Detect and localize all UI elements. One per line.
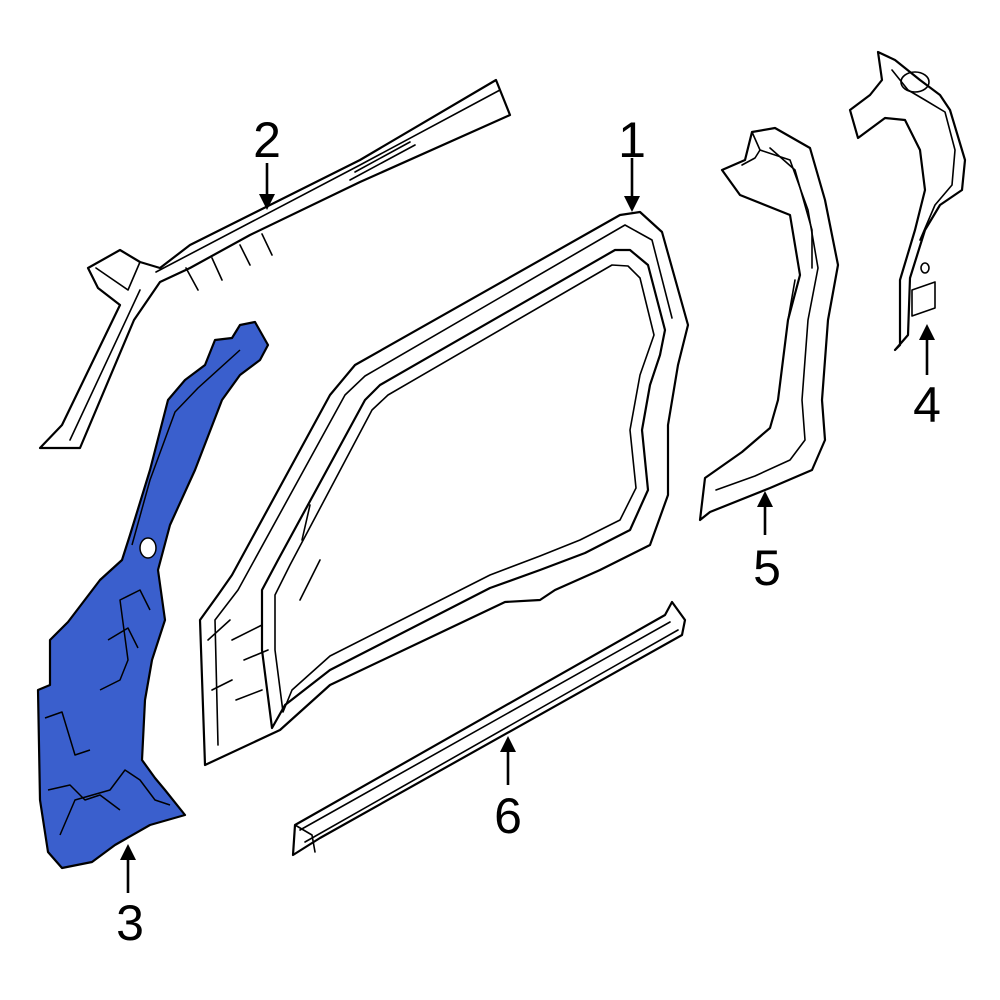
callout-4-label: 4 [913, 377, 941, 433]
callout-1-label: 1 [618, 112, 646, 168]
part-6-rocker-panel[interactable] [291, 600, 687, 857]
part-1-door-frame[interactable] [198, 210, 690, 767]
part-3-front-pillar[interactable] [36, 320, 270, 870]
part-5-center-pillar[interactable] [698, 126, 840, 522]
callout-5-label: 5 [753, 540, 781, 596]
callout-2-label: 2 [253, 112, 281, 168]
callout-3-label: 3 [116, 895, 144, 951]
callout-arrows [120, 158, 935, 893]
callout-6-label: 6 [494, 788, 522, 844]
part-2-roof-rail[interactable] [38, 78, 512, 450]
part-4-rear-pillar[interactable] [848, 50, 967, 352]
